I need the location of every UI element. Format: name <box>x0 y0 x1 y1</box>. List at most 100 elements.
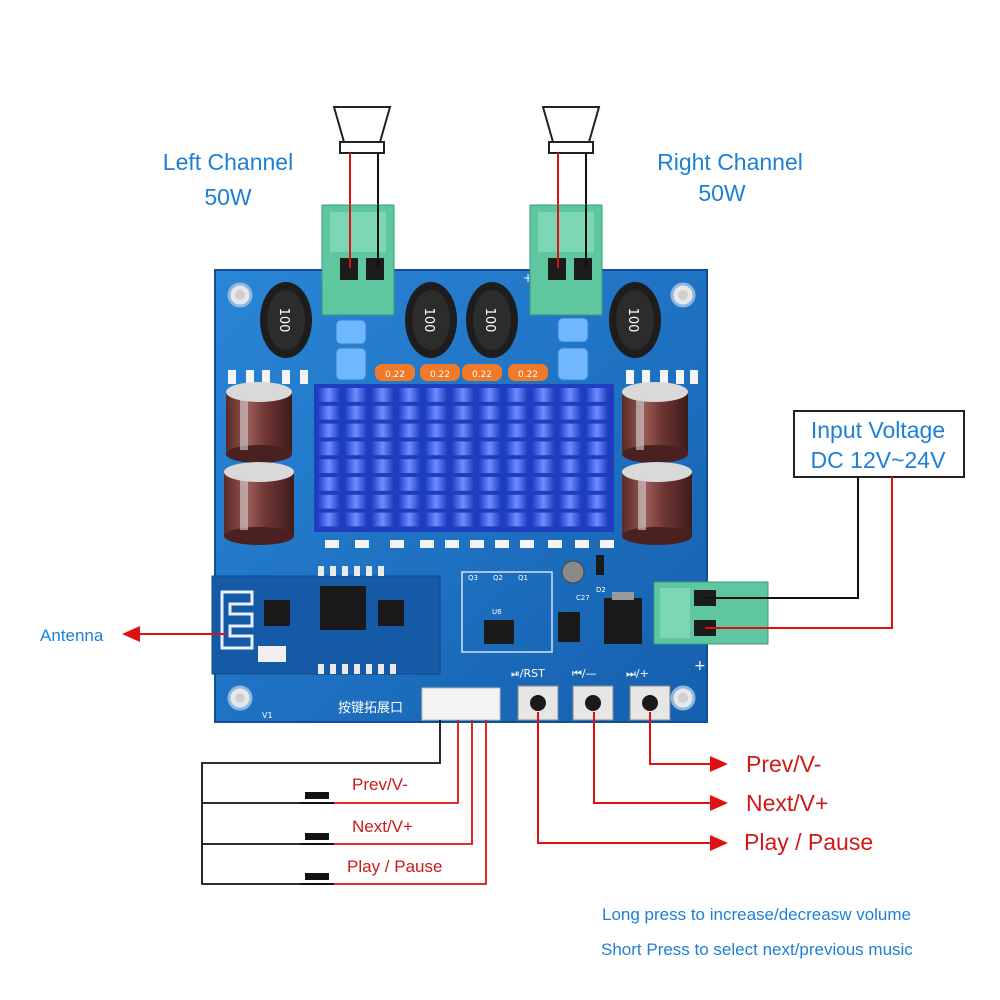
right-next-label: Next/V+ <box>746 790 828 816</box>
diode <box>596 555 604 575</box>
heatsink-fin <box>452 423 474 438</box>
heatsink-fin <box>478 405 501 420</box>
next-wire <box>593 712 728 811</box>
power-input-terminal <box>653 581 769 645</box>
heatsink-fin <box>586 405 608 420</box>
svg-text:0.22: 0.22 <box>472 370 492 380</box>
power-wire-red <box>705 477 893 629</box>
heatsink-fin <box>398 441 421 456</box>
power-wire-black <box>705 477 859 599</box>
heatsink-fin <box>371 423 394 438</box>
right-speaker-icon <box>541 106 601 154</box>
heatsink-fin <box>586 494 608 509</box>
note-long-press: Long press to increase/decreasw volume <box>602 905 911 924</box>
expansion-port-connector <box>421 687 501 721</box>
heatsink-fin <box>505 423 528 438</box>
v1-label: V1 <box>262 711 273 720</box>
heatsink-fin <box>344 405 367 420</box>
next-tact-button[interactable] <box>572 685 614 721</box>
potentiometer <box>561 560 585 584</box>
ceramic-capacitor: 0.22 <box>375 364 415 381</box>
heatsink-fin <box>425 459 447 473</box>
film-capacitor <box>335 347 367 381</box>
chip <box>558 612 580 642</box>
electrolytic-capacitor <box>226 382 292 463</box>
heatsink-fin <box>452 441 474 456</box>
svg-text:100: 100 <box>482 308 497 333</box>
heatsink-fin <box>371 512 394 527</box>
heatsink-fin <box>398 459 421 473</box>
q3-label: Q3 <box>468 574 478 582</box>
silkscreen-outline <box>461 571 553 653</box>
heatsink-fin <box>478 441 501 456</box>
mounting-hole <box>670 685 696 711</box>
heatsink-fin <box>371 459 394 473</box>
heatsink-fin <box>425 494 447 509</box>
electrolytic-capacitor <box>224 462 294 545</box>
ceramic-capacitor: 0.22 <box>508 364 548 381</box>
heatsink-fin <box>425 423 447 438</box>
external-play-switch-icon <box>300 873 334 885</box>
pcb-antenna-trace <box>220 590 254 650</box>
heatsink-fin <box>559 477 581 491</box>
heatsink-fin <box>586 512 608 527</box>
heatsink-fin <box>505 494 528 509</box>
mounting-hole <box>227 685 253 711</box>
heatsink-fin <box>478 477 501 491</box>
left-next-label: Next/V+ <box>352 817 413 836</box>
expansion-port-label: 按键拓展口 <box>338 701 403 716</box>
left-channel-label: Left Channel <box>163 149 293 175</box>
heatsink-fin <box>505 388 528 402</box>
svg-text:100: 100 <box>276 308 291 333</box>
heatsink-fin <box>344 512 367 527</box>
heatsink-fin <box>452 494 474 509</box>
heatsink-fin <box>398 405 421 420</box>
note-short-press: Short Press to select next/previous musi… <box>601 940 913 959</box>
heatsink-fin <box>371 405 394 420</box>
next-button-silk-label: ⏭/+ <box>626 667 649 680</box>
left-speaker-terminal <box>321 204 395 316</box>
amplifier-board: + + + 100 100 100 100 <box>211 269 708 723</box>
heatsink-fin <box>398 423 421 438</box>
ext-play-wire <box>334 720 487 885</box>
heatsink-fin <box>586 459 608 473</box>
chip <box>484 620 514 644</box>
heatsink-fin <box>478 388 501 402</box>
heatsink-fin <box>559 388 581 402</box>
heatsink-fin <box>425 477 447 491</box>
film-capacitor <box>557 347 589 381</box>
heatsink-fin <box>344 423 367 438</box>
electrolytic-capacitor <box>622 382 688 463</box>
heatsink-fin <box>318 494 340 509</box>
heatsink-fin <box>318 512 340 527</box>
c27-label: C27 <box>576 594 590 602</box>
plus-mark: + <box>523 271 533 285</box>
heatsink-fin <box>478 459 501 473</box>
svg-text:100: 100 <box>421 308 436 333</box>
svg-text:0.22: 0.22 <box>385 370 405 380</box>
heatsink-fin <box>344 441 367 456</box>
heatsink-fin <box>505 512 528 527</box>
inductor: 100 <box>466 282 518 358</box>
right-speaker-terminal <box>529 204 603 316</box>
svg-text:0.22: 0.22 <box>518 370 538 380</box>
inductor: 100 <box>260 282 312 358</box>
heatsink-fin <box>344 459 367 473</box>
heatsink-fin <box>478 512 501 527</box>
heatsink-fin <box>398 512 421 527</box>
heatsink-fin <box>398 477 421 491</box>
d2-label: D2 <box>596 586 606 594</box>
heatsink-fin <box>532 494 555 509</box>
heatsink-fin <box>532 512 555 527</box>
antenna-label: Antenna <box>40 626 104 645</box>
heatsink-fin <box>371 388 394 402</box>
electrolytic-capacitor <box>622 462 692 545</box>
heatsink-fin <box>344 477 367 491</box>
heatsink-fin <box>532 405 555 420</box>
heatsink-fin <box>559 441 581 456</box>
ceramic-capacitor: 0.22 <box>420 364 460 381</box>
heatsink-fin <box>586 388 608 402</box>
play-button-silk-label: ⏯/RST <box>511 667 545 680</box>
heatsink-fin <box>344 494 367 509</box>
